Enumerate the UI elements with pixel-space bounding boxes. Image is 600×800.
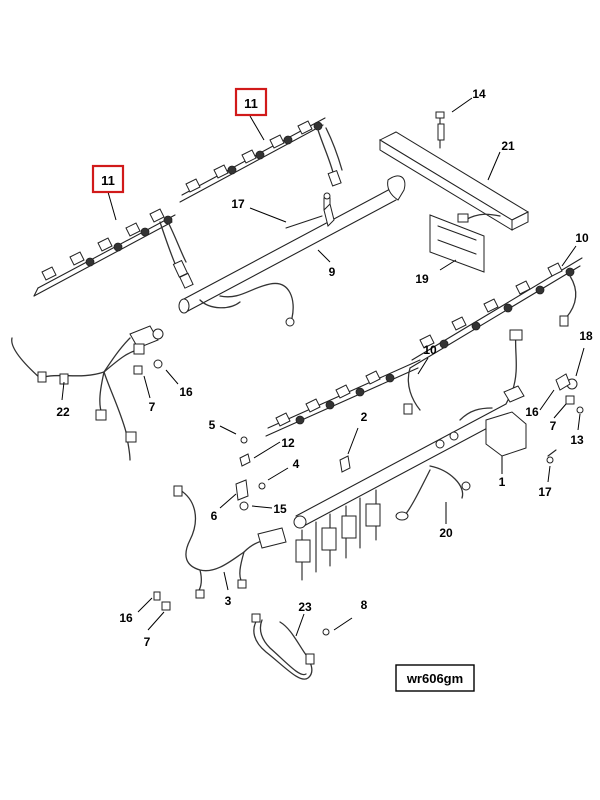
fitting-17 [323,203,335,227]
lower-left-harness [173,485,287,599]
callout-4: 4 [293,457,300,471]
callout-1: 1 [499,475,506,489]
injector-rail-right [179,117,343,211]
callout-16-bottom: 16 [119,611,133,625]
clip-12 [239,453,251,467]
connector-2 [339,455,351,473]
leader-lines [61,97,585,637]
callout-8: 8 [361,598,368,612]
nut-13 [576,406,584,414]
callout-10-center: 10 [423,343,437,357]
callout-15: 15 [273,502,287,516]
mounting-plate [429,213,501,273]
callout-11-lower: 11 [101,173,115,188]
callout-20: 20 [439,526,453,540]
highlight-box-11-upper [234,87,268,117]
reference-code: wr606gm [406,671,463,686]
injector-rail-left [33,208,194,297]
callout-23: 23 [298,600,312,614]
clip-8 [322,628,330,636]
fitting-17b [546,456,554,464]
coiled-harness [251,613,315,680]
callout-14: 14 [472,87,486,101]
callout-7-bottom: 7 [144,635,151,649]
highlight-box-11-lower [91,164,125,194]
callout-22: 22 [56,405,70,419]
stud-14 [437,123,445,141]
reference-code-box: wr606gm [395,664,475,692]
washer-4 [258,482,266,490]
bracket-beam [378,111,530,231]
callout-9: 9 [329,265,336,279]
callout-17-upper: 17 [231,197,245,211]
callout-5: 5 [209,418,216,432]
callout-19: 19 [415,272,429,286]
clip-7b [565,395,575,405]
callout-11-upper: 11 [244,96,258,111]
callout-3: 3 [225,594,232,608]
small-parts [133,123,584,636]
callout-12: 12 [281,436,295,450]
clip-16b [555,373,571,391]
grommet-16 [153,359,163,369]
left-harness [11,325,164,461]
callouts: 11 11 14 21 17 9 19 10 10 18 22 7 16 5 1… [56,87,593,649]
bracket-6 [235,479,249,501]
callout-16-right: 16 [525,405,539,419]
callout-6: 6 [211,509,218,523]
callout-13: 13 [570,433,584,447]
callout-7-left: 7 [149,400,156,414]
clip-7c [161,601,171,611]
engine-harness-main [293,329,527,581]
nut-15 [239,501,249,511]
nut-5 [240,436,248,444]
callout-7-right: 7 [550,419,557,433]
upper-harness-tube [178,175,406,327]
callout-16-left: 16 [179,385,193,399]
injector-rail-lower [265,257,583,437]
callout-17-lower: 17 [538,485,552,499]
callout-18: 18 [579,329,593,343]
callout-21: 21 [501,139,515,153]
callout-10-right: 10 [575,231,589,245]
clip-7 [133,365,143,375]
callout-2: 2 [361,410,368,424]
grommet-16c [153,591,161,601]
